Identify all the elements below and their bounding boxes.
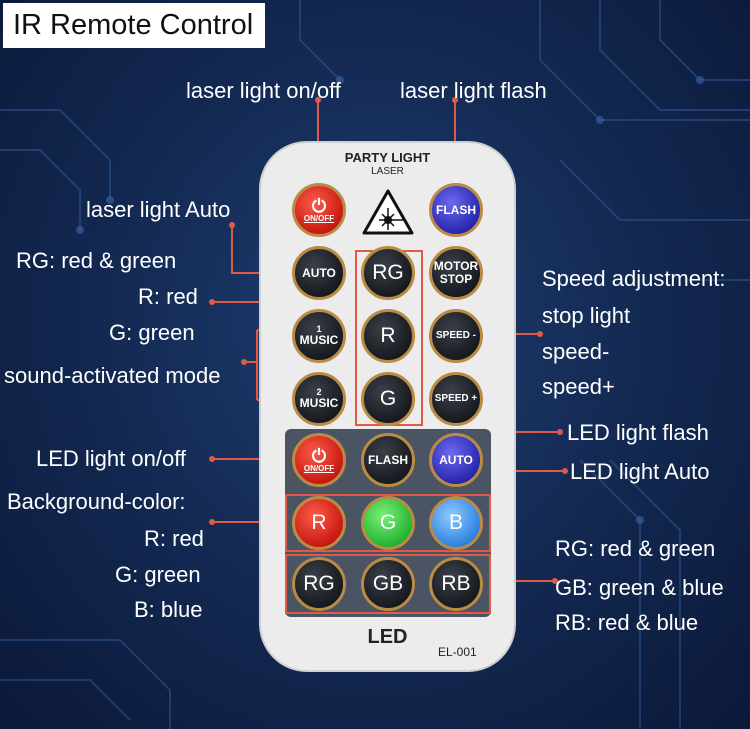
led-auto-callout: LED light Auto <box>570 459 710 484</box>
led-rb-label: RB <box>441 571 471 595</box>
laser-onoff-label: laser light on/off <box>186 78 341 103</box>
led-b-button[interactable]: B <box>429 496 483 550</box>
speed-minus-button[interactable]: SPEED - <box>429 309 483 363</box>
led-power-button[interactable]: ⏻ ON/OFF <box>292 433 346 487</box>
led-onoff-callout: LED light on/off <box>36 446 187 471</box>
mix-color-highlight-box <box>285 554 491 614</box>
bg-g-green-callout: G: green <box>115 562 201 587</box>
led-gb-callout: GB: green & blue <box>555 575 724 600</box>
power-icon: ⏻ <box>311 195 327 216</box>
speed-plus-label: SPEED + <box>434 392 478 404</box>
led-rb-callout: RB: red & blue <box>555 610 699 635</box>
led-flash-callout: LED light flash <box>567 420 709 445</box>
speed-plus-button[interactable]: SPEED + <box>429 372 483 426</box>
led-rg-button[interactable]: RG <box>292 557 346 611</box>
bg-r-red-callout: R: red <box>144 526 204 551</box>
laser-auto-button[interactable]: AUTO <box>292 246 346 300</box>
laser-g-label: G <box>379 386 397 410</box>
led-r-label: R <box>311 510 327 534</box>
remote-brand: PARTY LIGHT <box>344 150 431 165</box>
laser-flash-callout: laser light flash <box>400 78 547 103</box>
motor-label: MOTOR <box>433 259 479 274</box>
laser-flash-label: FLASH <box>436 202 476 217</box>
laser-r-label: R <box>380 323 396 347</box>
laser-r-button[interactable]: R <box>361 309 415 363</box>
laser-flash-button[interactable]: FLASH <box>429 183 483 237</box>
led-auto-button[interactable]: AUTO <box>429 433 483 487</box>
r-red-callout: R: red <box>138 284 198 309</box>
remote-subbrand: LASER <box>371 166 404 177</box>
music2-button[interactable]: 2 MUSIC <box>292 372 346 426</box>
led-gb-label: GB <box>372 571 404 595</box>
laser-power-button[interactable]: ⏻ ON/OFF <box>292 183 346 237</box>
led-b-label: B <box>448 510 463 534</box>
led-section-label: LED <box>367 626 408 648</box>
led-gb-button[interactable]: GB <box>361 557 415 611</box>
music1-label: MUSIC <box>299 333 339 348</box>
led-g-label: G <box>379 510 397 534</box>
music1-button[interactable]: 1 MUSIC <box>292 309 346 363</box>
laser-warning-icon <box>362 189 414 235</box>
g-green-callout: G: green <box>109 320 195 345</box>
background-color-callout: Background-color: <box>7 489 186 514</box>
speed-minus-label: SPEED - <box>435 329 476 341</box>
stop-label: STOP <box>439 272 473 286</box>
sound-mode-callout: sound-activated mode <box>4 363 221 388</box>
laser-rg-button[interactable]: RG <box>361 246 415 300</box>
music2-label: MUSIC <box>299 396 339 411</box>
laser-g-button[interactable]: G <box>361 372 415 426</box>
led-rb-button[interactable]: RB <box>429 557 483 611</box>
led-flash-button[interactable]: FLASH <box>361 433 415 487</box>
model-number: EL-001 <box>438 645 477 659</box>
laser-auto-callout: laser light Auto <box>86 197 231 222</box>
motor-stop-button[interactable]: MOTOR STOP <box>429 246 483 300</box>
speed-adjustment-callout: Speed adjustment: <box>542 266 726 291</box>
led-rg-label: RG <box>303 571 335 595</box>
rg-red-green-callout: RG: red & green <box>16 248 177 273</box>
led-r-button[interactable]: R <box>292 496 346 550</box>
stop-light-callout: stop light <box>542 303 631 328</box>
background-color-highlight-box <box>285 494 491 552</box>
led-g-button[interactable]: G <box>361 496 415 550</box>
bg-b-blue-callout: B: blue <box>134 597 203 622</box>
led-flash-label: FLASH <box>368 452 408 467</box>
laser-rg-label: RG <box>372 260 404 284</box>
laser-power-label: ON/OFF <box>303 213 335 223</box>
speed-plus-callout: speed+ <box>542 374 615 399</box>
power-icon: ⏻ <box>311 445 327 466</box>
page-title: IR Remote Control <box>3 3 265 48</box>
music1-number: 1 <box>316 323 322 334</box>
laser-auto-label: AUTO <box>302 265 336 280</box>
music2-number: 2 <box>316 386 322 397</box>
led-power-label: ON/OFF <box>303 463 335 473</box>
led-rg-callout: RG: red & green <box>555 536 716 561</box>
led-auto-label: AUTO <box>439 452 473 467</box>
speed-minus-callout: speed- <box>542 339 610 364</box>
